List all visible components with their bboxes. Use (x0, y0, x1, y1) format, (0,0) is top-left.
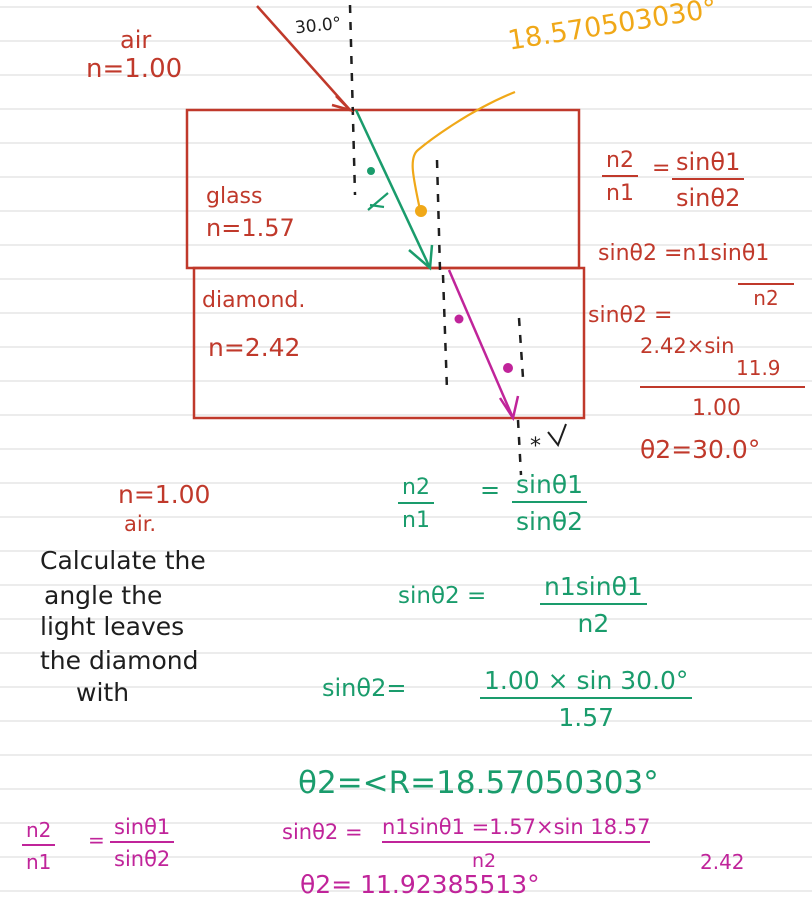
right-sin2-numerator: 2.42×sin (640, 334, 735, 358)
glass-ray-arrowhead (408, 244, 434, 271)
fraction-denominator: n1 (26, 850, 52, 874)
fraction-numerator: n2 (606, 148, 634, 173)
pink-sin2-numerator: n1sinθ1 =1.57×sin 18.57 (382, 817, 651, 843)
angle-30-label: 30.0° (294, 13, 343, 39)
fraction-numerator: sinθ1 (676, 148, 741, 176)
fraction-denominator: 1.57 (558, 703, 615, 732)
green-result: θ2=<R=18.57050303° (298, 765, 659, 801)
normal-line-diamond (441, 274, 449, 391)
diamond-ray (447, 269, 515, 419)
glass-ray (354, 109, 432, 269)
diamond-box (192, 266, 586, 420)
normal-line-glass (435, 159, 442, 271)
green-sin2-eq: sinθ2= (322, 674, 407, 702)
incident-ray-arrowhead (331, 95, 355, 113)
glass-angle-mark (367, 192, 389, 211)
fraction-denominator: n1 (402, 508, 430, 533)
bottom-n-label: n=1.00 (118, 480, 211, 509)
pink-sin2-denominator: n2 (472, 850, 497, 872)
question-line-1: Calculate the (40, 546, 206, 575)
question-line-5: with (76, 678, 130, 707)
green-fraction-rearranged: n1sinθ1 n2 (540, 572, 647, 638)
right-sin2-denominator: n2 (738, 283, 794, 308)
fraction-denominator: sinθ2 (516, 507, 584, 536)
fraction-denominator: n2 (577, 609, 610, 638)
glass-n-label: n=1.57 (206, 214, 295, 242)
right-sin2-lhs: sinθ2 =n1sinθ1 (598, 241, 770, 266)
diamond-ray-arrowhead (498, 395, 520, 422)
incident-ray (256, 5, 351, 111)
fraction-numerator: sinθ1 (516, 470, 584, 499)
fraction-numerator: sinθ1 (114, 815, 171, 839)
exit-check-mark (547, 423, 567, 448)
pink-result: θ2= 11.92385513° (300, 870, 540, 899)
question-line-3: light leaves (40, 612, 185, 641)
normal-line-top (348, 4, 357, 196)
fraction-numerator: n2 (26, 818, 52, 842)
right-fraction-sin: sinθ1 sinθ2 (672, 148, 745, 212)
gold-pointer-curve (411, 90, 516, 211)
diamond-n-label: n=2.42 (208, 333, 301, 362)
fraction-numerator: n1sinθ1 (544, 572, 643, 601)
diamond-dot (454, 314, 464, 324)
pink-fraction-n: n2 n1 (22, 818, 56, 874)
glass-dot (367, 167, 375, 175)
green-sin2-lhs: sinθ2 = (398, 583, 487, 609)
air-n-label: n=1.00 (86, 54, 183, 84)
ruled-lines (0, 6, 812, 892)
green-fraction-n: n2 n1 (398, 475, 434, 533)
green-equals: = (480, 476, 501, 504)
star-note: * (530, 434, 541, 459)
green-fraction-numeric: 1.00 × sin 30.0° 1.57 (480, 666, 693, 732)
diamond-label: diamond. (202, 288, 306, 313)
gold-dot (415, 205, 427, 217)
right-result: θ2=30.0° (640, 435, 761, 464)
air-label: air (120, 26, 152, 54)
question-line-2: angle the (44, 581, 163, 610)
bottom-air-label: air. (124, 512, 157, 536)
fraction-numerator: n2 (402, 475, 430, 500)
green-fraction-sin: sinθ1 sinθ2 (512, 470, 588, 536)
pink-fraction-sin: sinθ1 sinθ2 (110, 815, 175, 871)
right-sin2-numerator-2: 11.9 (736, 356, 781, 380)
normal-line-exit (516, 419, 523, 476)
pink-equals: = (88, 828, 105, 852)
right-fraction-bar (640, 386, 805, 388)
diamond-dot-2 (503, 363, 513, 373)
glass-label: glass (206, 184, 263, 209)
right-sin2-eq: sinθ2 = (588, 303, 673, 328)
right-sin2-denominator-2: 1.00 (692, 396, 741, 421)
fraction-denominator: sinθ2 (114, 847, 171, 871)
pink-sin2-lhs: sinθ2 = (282, 820, 363, 844)
fraction-numerator: 1.00 × sin 30.0° (484, 666, 689, 695)
right-fraction-n: n2 n1 (602, 148, 638, 206)
right-equals: = (652, 156, 671, 181)
fraction-denominator: sinθ2 (676, 184, 741, 212)
pink-sin2-denominator-2: 2.42 (700, 850, 745, 874)
fraction-denominator: n1 (606, 181, 634, 206)
question-line-4: the diamond (40, 646, 199, 675)
normal-line-diamond-2 (517, 317, 525, 379)
